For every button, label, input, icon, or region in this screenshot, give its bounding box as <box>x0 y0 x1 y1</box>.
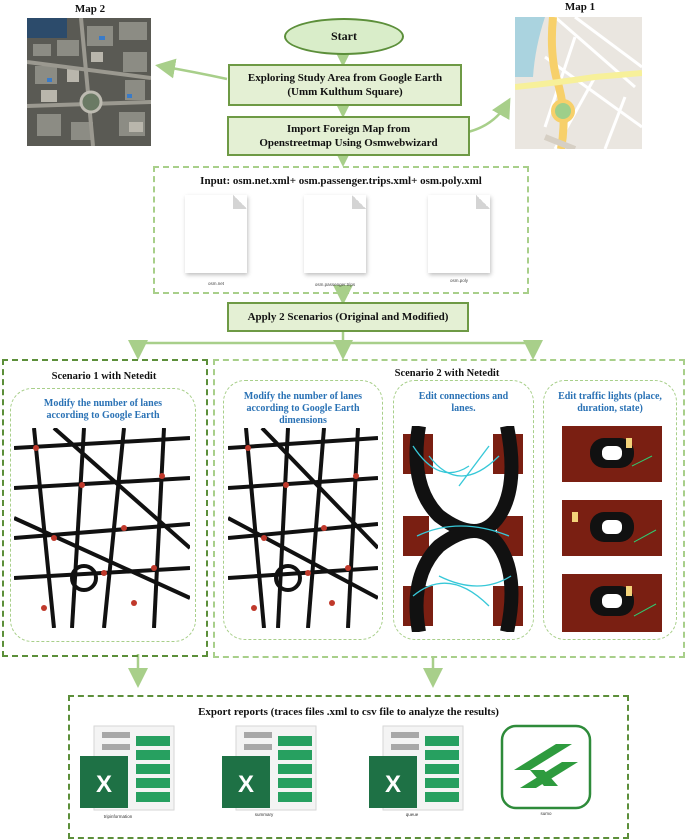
scenario2-connections-image <box>399 426 527 632</box>
scenario1-road-network-image <box>14 428 190 628</box>
file-caption-osm-poly: osm.poly <box>449 278 468 283</box>
scenario2-card-traffic-lights-title: Edit traffic lights (place, duration, st… <box>558 391 662 414</box>
export-caption-summary: summary <box>254 812 274 817</box>
import-line2: Openstreetmap Using Osmwebwizard <box>259 137 438 149</box>
explore-line2: (Umm Kulthum Square) <box>287 86 403 98</box>
file-icon-osm-net <box>185 195 247 273</box>
scenario1-title: Scenario 1 with Netedit <box>51 371 157 382</box>
scenario2-traffic-lights-image <box>562 426 662 632</box>
map1-label: Map 1 <box>564 1 596 13</box>
svg-text:X: X <box>96 771 112 798</box>
scenario2-card-lanes: Modify the number of lanes according to … <box>223 380 383 640</box>
scenario2-card-connections-title: Edit connections and lanes. <box>418 391 509 414</box>
scenario2-lanes-road-network-image <box>228 428 378 628</box>
export-caption-tripinformation: tripinformation <box>103 814 133 819</box>
scenario1-card-title: Modify the number of lanes according to … <box>43 398 163 421</box>
file-caption-osm-net: osm.net <box>207 281 224 286</box>
scenario2-card-traffic-lights: Edit traffic lights (place, duration, st… <box>543 380 677 640</box>
sumo-logo-icon <box>500 724 592 810</box>
scenario1-card: Modify the number of lanes according to … <box>10 388 196 642</box>
map2-label: Map 2 <box>74 3 106 15</box>
excel-icon: X <box>222 725 317 811</box>
file-icon-osm-poly <box>428 195 490 273</box>
export-container <box>68 695 629 839</box>
svg-text:X: X <box>238 771 254 798</box>
apply-label: Apply 2 Scenarios (Original and Modified… <box>247 311 449 323</box>
explore-line1: Exploring Study Area from Google Earth <box>247 72 443 84</box>
export-caption-sumo: sumo <box>540 811 552 816</box>
file-caption-osm-trips: osm.passenger.trips <box>314 282 356 287</box>
scenario2-container <box>213 359 685 658</box>
file-icon-osm-trips <box>304 195 366 273</box>
import-line1: Import Foreign Map from <box>286 123 411 135</box>
input-title: Input: osm.net.xml+ osm.passenger.trips.… <box>200 175 482 187</box>
scenario2-title: Scenario 2 with Netedit <box>394 368 500 379</box>
svg-text:X: X <box>385 771 401 798</box>
map2-satellite-image <box>27 18 151 146</box>
scenario2-card-connections: Edit connections and lanes. <box>393 380 534 640</box>
start-node: Start <box>284 18 404 55</box>
input-files-container <box>153 166 529 294</box>
export-caption-queue: queue <box>405 812 419 817</box>
excel-icon: X <box>80 725 175 811</box>
explore-study-area-box: Exploring Study Area from Google Earth (… <box>228 64 462 106</box>
scenario2-card-lanes-title: Modify the number of lanes according to … <box>243 391 363 426</box>
excel-icon: X <box>369 725 464 811</box>
import-map-box: Import Foreign Map from Openstreetmap Us… <box>227 116 470 156</box>
scenario1-container <box>2 359 208 657</box>
export-title: Export reports (traces files .xml to csv… <box>198 706 499 718</box>
map1-street-map-image <box>515 17 642 149</box>
apply-scenarios-box: Apply 2 Scenarios (Original and Modified… <box>227 302 469 332</box>
